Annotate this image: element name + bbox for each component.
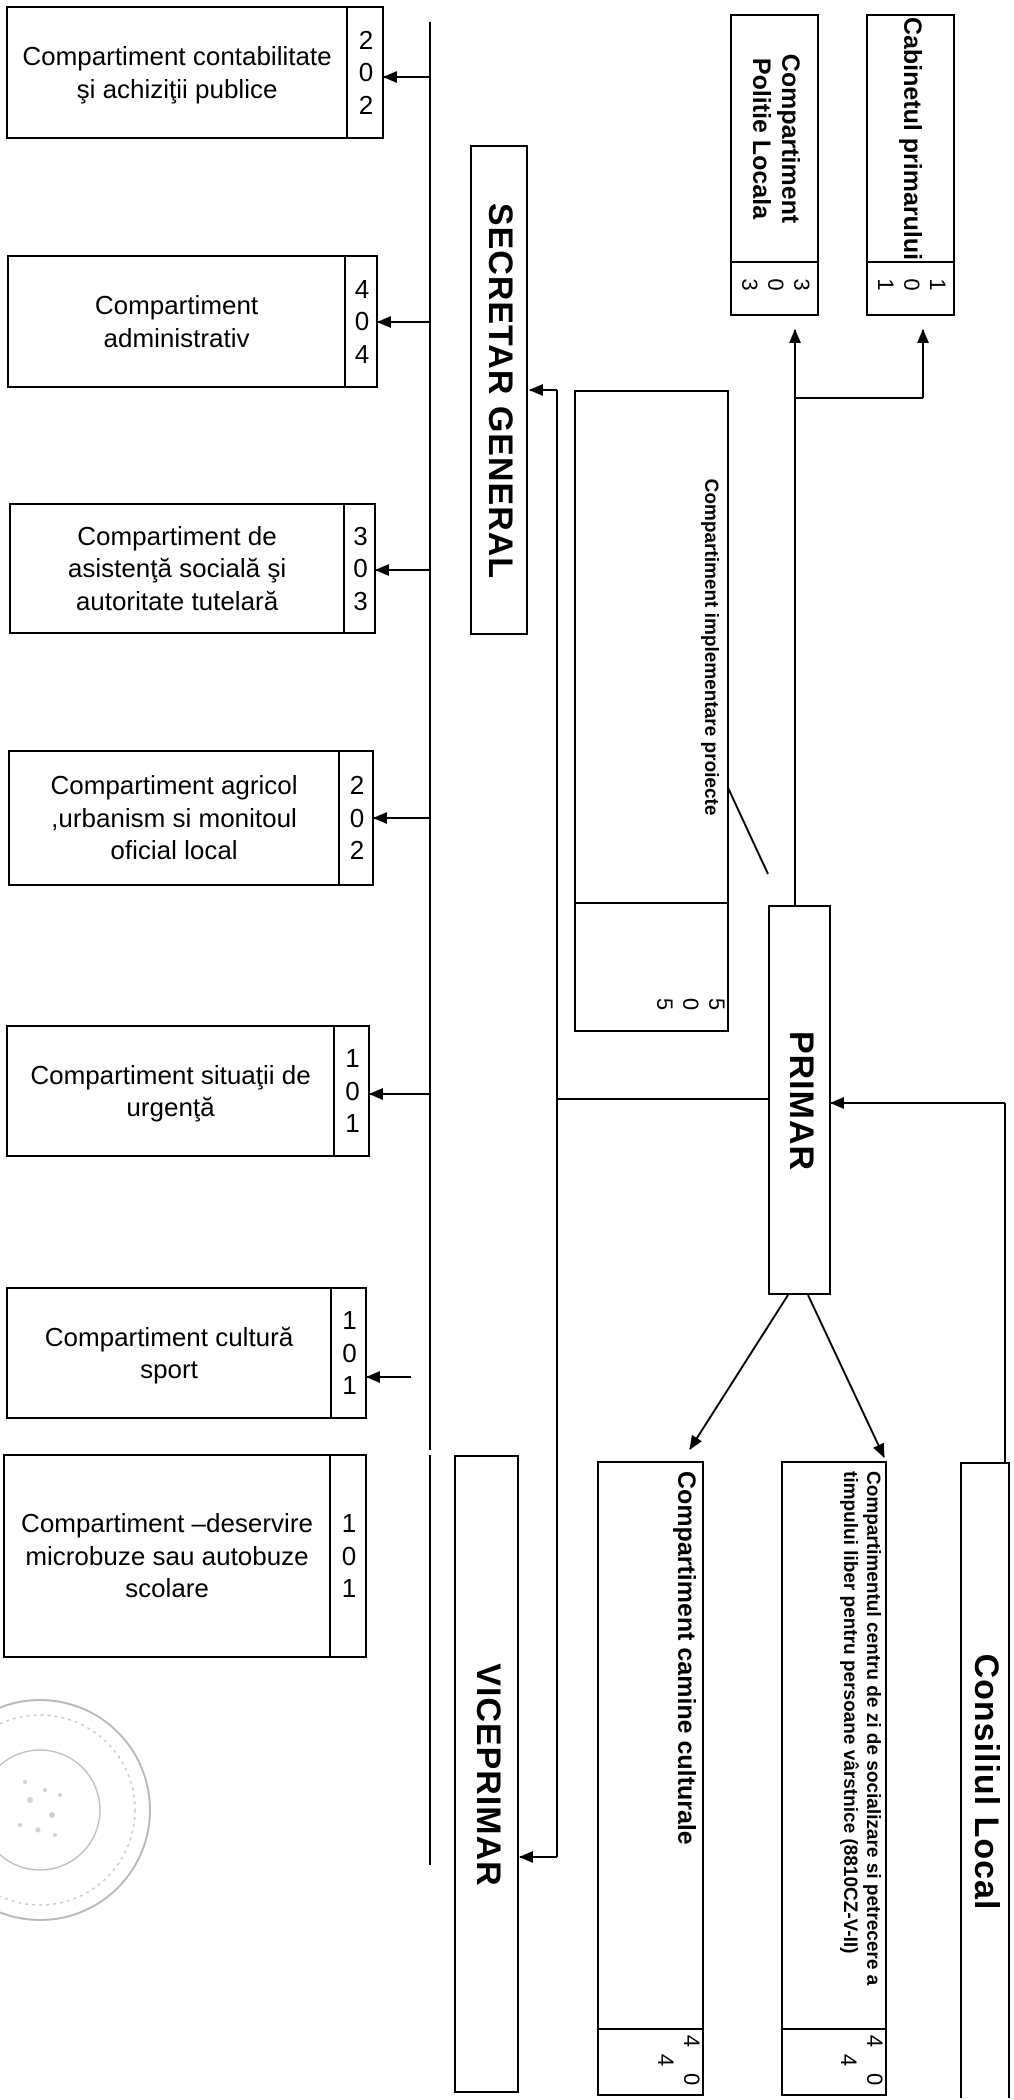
implementare-proiecte-label: Compartiment implementare proiecte bbox=[700, 478, 721, 816]
digit: 0 bbox=[358, 57, 374, 88]
consiliul-local-box: Consiliul Local bbox=[960, 1462, 1010, 2098]
digit: 0 bbox=[353, 553, 368, 584]
compartment-label: Compartiment contabilitate şi achiziţii … bbox=[22, 41, 332, 104]
digit: 1 bbox=[342, 1370, 357, 1401]
digit: 1 bbox=[345, 1043, 360, 1074]
compartiment-agricol-urbanism-box: Compartiment agricol ,urbanism si monito… bbox=[8, 750, 374, 886]
camine-culturale-box: Compartiment camine culturale 4 0 4 bbox=[597, 1461, 704, 2096]
secretar-general-box: SECRETAR GENERAL bbox=[470, 145, 528, 635]
primar-label: PRIMAR bbox=[782, 1030, 820, 1172]
politie-locala-digits: 3 0 3 bbox=[737, 278, 815, 301]
politie-locala-label: Compartiment Politie Locala bbox=[747, 53, 805, 224]
implementare-proiecte-box: Compartiment implementare proiecte 5 0 5 bbox=[574, 390, 729, 1032]
digit: 1 bbox=[345, 1108, 360, 1139]
digit: 1 bbox=[341, 1573, 357, 1604]
viceprimar-box: VICEPRIMAR bbox=[454, 1455, 519, 2093]
digit: 3 bbox=[353, 585, 368, 616]
digit: 3 bbox=[353, 520, 368, 551]
politie-locala-box: Compartiment Politie Locala 3 0 3 bbox=[730, 14, 819, 316]
digit: 4 bbox=[354, 273, 370, 304]
compartiment-deservire-microbuze-box: Compartiment –deservire microbuze sau au… bbox=[3, 1454, 367, 1658]
compartiment-cultura-sport-box: Compartiment cultură sport 1 0 1 bbox=[6, 1287, 367, 1419]
compartiment-situatii-urgenta-box: Compartiment situaţii de urgenţă 1 0 1 bbox=[6, 1025, 370, 1157]
centru-de-zi-box: Compartimentul centru de zi de socializa… bbox=[781, 1461, 887, 2096]
centru-de-zi-digits: 4 0 4 bbox=[836, 2034, 887, 2096]
digit: 0 bbox=[345, 1075, 360, 1106]
digit: 2 bbox=[349, 770, 365, 801]
compartment-digits: 1 0 1 bbox=[331, 1456, 367, 1656]
compartment-label: Compartiment de asistenţă socială şi aut… bbox=[67, 520, 287, 616]
digit: 0 bbox=[354, 306, 370, 337]
consiliul-local-label: Consiliul Local bbox=[967, 1653, 1006, 1911]
compartment-label: Compartiment situaţii de urgenţă bbox=[30, 1059, 311, 1123]
compartment-label: Compartiment administrativ bbox=[94, 290, 259, 353]
compartment-digits: 3 0 3 bbox=[345, 505, 376, 632]
digit: 1 bbox=[341, 1508, 357, 1539]
compartment-digits: 2 0 2 bbox=[340, 752, 374, 884]
digit: 1 bbox=[342, 1305, 357, 1336]
compartment-label: Compartiment agricol ,urbanism si monito… bbox=[50, 770, 298, 866]
centru-de-zi-label: Compartimentul centru de zi de socializa… bbox=[839, 1471, 883, 1986]
digit: 4 bbox=[354, 338, 370, 369]
viceprimar-label: VICEPRIMAR bbox=[469, 1663, 507, 1887]
primar-box: PRIMAR bbox=[768, 905, 831, 1295]
compartiment-asistenta-sociala-box: Compartiment de asistenţă socială şi aut… bbox=[9, 503, 376, 634]
cabinetul-primarului-digits: 1 0 1 bbox=[873, 278, 951, 301]
digit: 0 bbox=[349, 802, 365, 833]
cabinetul-primarului-label: Cabinetul primarului bbox=[897, 16, 926, 261]
compartment-digits: 1 0 1 bbox=[332, 1289, 367, 1417]
implementare-proiecte-digits: 5 0 5 bbox=[652, 997, 729, 1021]
compartment-digits: 4 0 4 bbox=[346, 257, 378, 386]
digit: 0 bbox=[342, 1337, 357, 1368]
digit: 2 bbox=[358, 24, 374, 55]
secretar-general-label: SECRETAR GENERAL bbox=[481, 202, 520, 580]
cabinetul-primarului-box: Cabinetul primarului 1 0 1 bbox=[866, 14, 955, 316]
digit: 2 bbox=[358, 89, 374, 120]
compartment-label: Compartiment cultură sport bbox=[44, 1321, 294, 1385]
digit: 2 bbox=[349, 835, 365, 866]
camine-culturale-label: Compartiment camine culturale bbox=[672, 1471, 700, 1845]
compartiment-contabilitate-box: Compartiment contabilitate şi achiziţii … bbox=[6, 6, 384, 139]
compartment-digits: 2 0 2 bbox=[348, 8, 384, 137]
digit: 0 bbox=[341, 1540, 357, 1571]
camine-culturale-digits: 4 0 4 bbox=[653, 2034, 704, 2096]
official-seal-icon bbox=[0, 1699, 151, 1921]
compartiment-administrativ-box: Compartiment administrativ 4 0 4 bbox=[7, 255, 378, 388]
compartment-label: Compartiment –deservire microbuze sau au… bbox=[21, 1508, 313, 1604]
compartment-digits: 1 0 1 bbox=[335, 1027, 370, 1155]
